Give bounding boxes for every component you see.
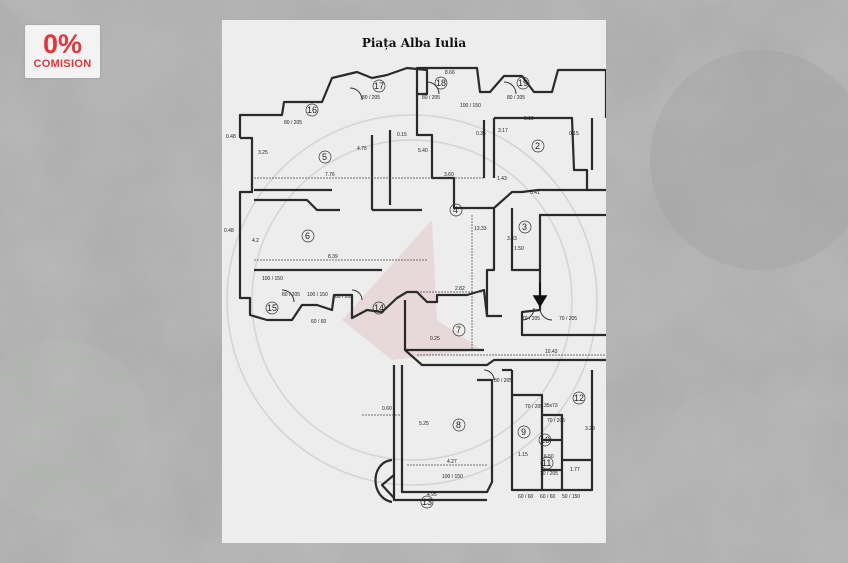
room-8-label: 8 (456, 420, 461, 430)
dim-label: 0.48 (224, 228, 234, 234)
dim-label: 1.50 (514, 246, 524, 252)
door-label: 80 / 205 (362, 95, 380, 101)
room-7-label: 7 (456, 325, 461, 335)
room-18-label: 18 (436, 78, 446, 88)
room-11-label: 11 (542, 458, 551, 468)
entrance-arrow (532, 283, 548, 308)
room-10-label: 10 (540, 435, 550, 445)
dim-label: 35x73 (544, 403, 558, 409)
room-12-label: 12 (574, 393, 584, 403)
dim-label: 0.15 (397, 132, 407, 138)
dim-label: 1.15 (518, 452, 528, 458)
room-5-label: 5 (322, 152, 327, 162)
dim-label: 1.77 (570, 467, 580, 473)
dim-label: 3.25 (258, 150, 268, 156)
dimension-labels: 8.66 3.19 0.35 3.17 0.15 4.75 5.40 0.15 … (224, 70, 595, 498)
dim-label: 3.60 (444, 172, 454, 178)
room-4-label: 4 (453, 205, 458, 215)
room-6-label: 6 (305, 231, 310, 241)
dim-label: 0.25 (430, 336, 440, 342)
dim-label: 0.48 (226, 134, 236, 140)
watermark-figure (342, 220, 482, 360)
dim-label: 1.43 (497, 176, 507, 182)
dim-label: 6.50 (544, 454, 554, 460)
door-label: 70 / 205 (525, 404, 543, 410)
floor-plan: 2 3 4 5 6 7 8 9 10 11 12 13 14 (224, 66, 606, 509)
door-label: 80 / 205 (335, 294, 353, 300)
commission-badge: 0% COMISION (25, 25, 100, 78)
dim-label: 4.2 (252, 238, 259, 244)
room-2-label: 2 (535, 141, 540, 151)
door-label: 50 / 150 (562, 494, 580, 500)
door-label: 100 / 150 (442, 474, 463, 480)
room-16-label: 16 (307, 105, 317, 115)
door-label: 100 / 150 (307, 292, 328, 298)
room-3-label: 3 (522, 222, 527, 232)
watermark (226, 114, 598, 486)
door-label: 80 / 205 (494, 378, 512, 384)
door-label: 80 / 205 (507, 95, 525, 101)
room-14-label: 14 (374, 303, 384, 313)
dim-label: 4.95 (427, 492, 437, 498)
commission-percent: 0% (42, 29, 83, 59)
door-label: 60 / 60 (518, 494, 534, 500)
door-label: 80 / 205 (282, 292, 300, 298)
door-label: 80 / 205 (422, 95, 440, 101)
dim-label: 4.27 (447, 459, 457, 465)
dim-label: 0.35 (476, 131, 486, 137)
door-label: 70 / 205 (540, 471, 558, 477)
room-19-label: 19 (518, 78, 528, 88)
dim-label: 3.17 (498, 128, 508, 134)
dim-label: 7.76 (325, 172, 335, 178)
dim-label: 3.19 (524, 116, 534, 122)
dim-label: 3.29 (585, 426, 595, 432)
door-label: 70 / 205 (522, 316, 540, 322)
dim-label: 8.39 (328, 254, 338, 260)
dim-label: 8.66 (445, 70, 455, 76)
room-13-label: 13 (422, 497, 432, 507)
dim-label: 3.33 (507, 236, 517, 242)
dim-label: 2.82 (455, 286, 465, 292)
dim-label: 3.41 (530, 190, 540, 196)
room-15-label: 15 (267, 303, 277, 313)
dim-label: 5.25 (419, 421, 429, 427)
commission-label: COMISION (33, 58, 92, 70)
room-9-label: 9 (521, 427, 526, 437)
plan-title: Piața Alba Iulia (361, 36, 467, 50)
door-label: 60 / 60 (311, 319, 327, 325)
plan-walls (238, 66, 606, 504)
room-17-label: 17 (374, 81, 384, 91)
door-size-labels: 80 / 205 80 / 205 80 / 205 100 / 150 80 … (262, 95, 580, 500)
dim-label: 13.33 (474, 226, 487, 232)
door-label: 100 / 150 (460, 103, 481, 109)
dim-label: 0.15 (569, 131, 579, 137)
dim-label: 5.40 (418, 148, 428, 154)
door-label: 100 / 150 (262, 276, 283, 282)
dim-label: 10.43 (545, 349, 558, 355)
dim-label: 0.60 (382, 406, 392, 412)
dimension-lines (254, 177, 606, 466)
floor-plan-sheet: Piața Alba Iulia (222, 20, 606, 543)
door-label: 80 / 205 (284, 120, 302, 126)
door-label: 60 / 60 (540, 494, 556, 500)
door-label: 70 / 205 (559, 316, 577, 322)
door-label: 70 / 205 (547, 418, 565, 424)
room-labels: 2 3 4 5 6 7 8 9 10 11 12 13 14 (265, 76, 586, 509)
dim-label: 4.75 (357, 146, 367, 152)
